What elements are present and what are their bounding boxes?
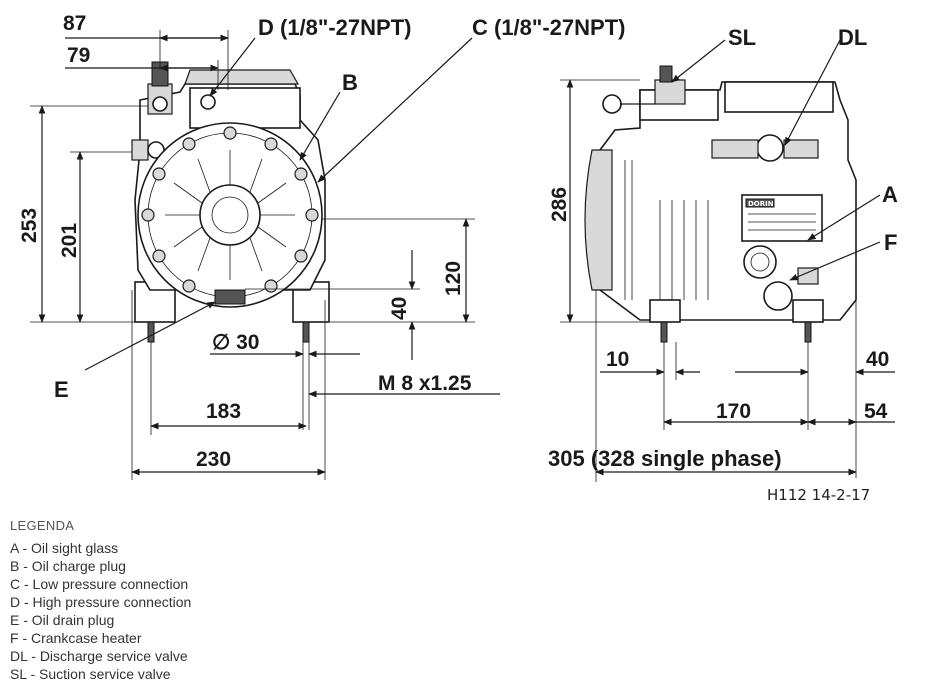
thread-m8: M 8 x1.25: [378, 372, 472, 395]
mark-f: F: [884, 230, 897, 255]
dim-201: 201: [58, 223, 81, 258]
legend-title: LEGENDA: [10, 518, 75, 533]
legend: LEGENDA A - Oil sight glass B - Oil char…: [10, 518, 410, 683]
mark-b: B: [342, 70, 358, 95]
dim-286: 286: [548, 187, 571, 222]
dim-183: 183: [206, 400, 241, 423]
mark-e: E: [54, 377, 69, 402]
side-labels: SL DL A F 286 10 40 170 54 305 (328 sing…: [548, 25, 898, 504]
front-view: [131, 61, 330, 343]
dim-305: 305 (328 single phase): [548, 446, 782, 471]
legend-item-d: D - High pressure connection: [10, 594, 192, 610]
side-view: DORIN: [584, 65, 857, 343]
legend-item-a: A - Oil sight glass: [10, 540, 119, 556]
technical-drawing: 87 79 D (1/8"-27NPT) C (1/8"-27NPT) B 25…: [18, 12, 898, 504]
legend-item-sl: SL - Suction service valve: [10, 666, 171, 682]
legend-item-dl: DL - Discharge service valve: [10, 648, 188, 664]
legend-item-e: E - Oil drain plug: [10, 612, 115, 628]
legend-item-b: B - Oil charge plug: [10, 558, 126, 574]
brand-plate-text: DORIN: [748, 200, 774, 208]
connection-c-label: C (1/8"-27NPT): [472, 15, 625, 40]
front-dimensions: [30, 30, 500, 480]
dim-10: 10: [606, 348, 629, 371]
mark-dl: DL: [838, 25, 867, 50]
dim-170: 170: [716, 400, 751, 423]
mark-sl: SL: [728, 25, 756, 50]
legend-item-c: C - Low pressure connection: [10, 576, 189, 592]
dim-253: 253: [18, 208, 41, 243]
dim-40-side: 40: [866, 348, 889, 371]
connection-d-label: D (1/8"-27NPT): [258, 15, 411, 40]
legend-item-f: F - Crankcase heater: [10, 630, 142, 646]
drawing-reference: H112 14-2-17: [767, 486, 870, 504]
mark-a: A: [882, 182, 898, 207]
side-dimensions: [560, 39, 895, 482]
dim-120: 120: [442, 261, 465, 296]
dim-54: 54: [864, 400, 888, 423]
diameter-30: ∅ 30: [212, 331, 260, 354]
dim-87: 87: [63, 12, 86, 35]
cover-ribs: [165, 150, 295, 280]
dim-79: 79: [67, 44, 90, 67]
flange-bolts: [141, 126, 319, 304]
dim-40-front: 40: [388, 297, 411, 320]
front-labels: 87 79 D (1/8"-27NPT) C (1/8"-27NPT) B 25…: [18, 12, 625, 471]
dim-230: 230: [196, 448, 231, 471]
